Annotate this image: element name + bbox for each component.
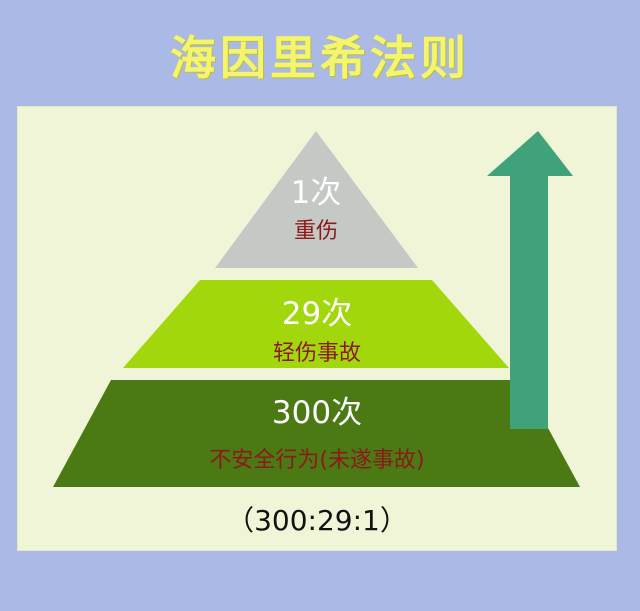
- up-arrow-icon: [487, 131, 573, 429]
- pyramid-tier-bottom: [53, 380, 580, 487]
- page-title: 海因里希法则: [170, 31, 470, 85]
- tier-bottom-desc: 不安全行为(未遂事故): [209, 448, 425, 473]
- pyramid-diagram: [53, 131, 580, 487]
- diagram-panel: 1次 重伤 29次 轻伤事故 300次 不安全行为(未遂事故) （300:29:…: [18, 107, 616, 550]
- pyramid-tier-middle: [123, 280, 509, 368]
- tier-top-count: 1次: [290, 175, 342, 211]
- tier-bottom-count: 300次: [271, 395, 363, 431]
- tier-middle-desc: 轻伤事故: [272, 341, 361, 366]
- ratio-label: （300:29:1）: [226, 504, 408, 537]
- tier-middle-count: 29次: [281, 296, 353, 332]
- tier-top-desc: 重伤: [293, 219, 338, 244]
- pyramid-tier-top: [215, 131, 418, 268]
